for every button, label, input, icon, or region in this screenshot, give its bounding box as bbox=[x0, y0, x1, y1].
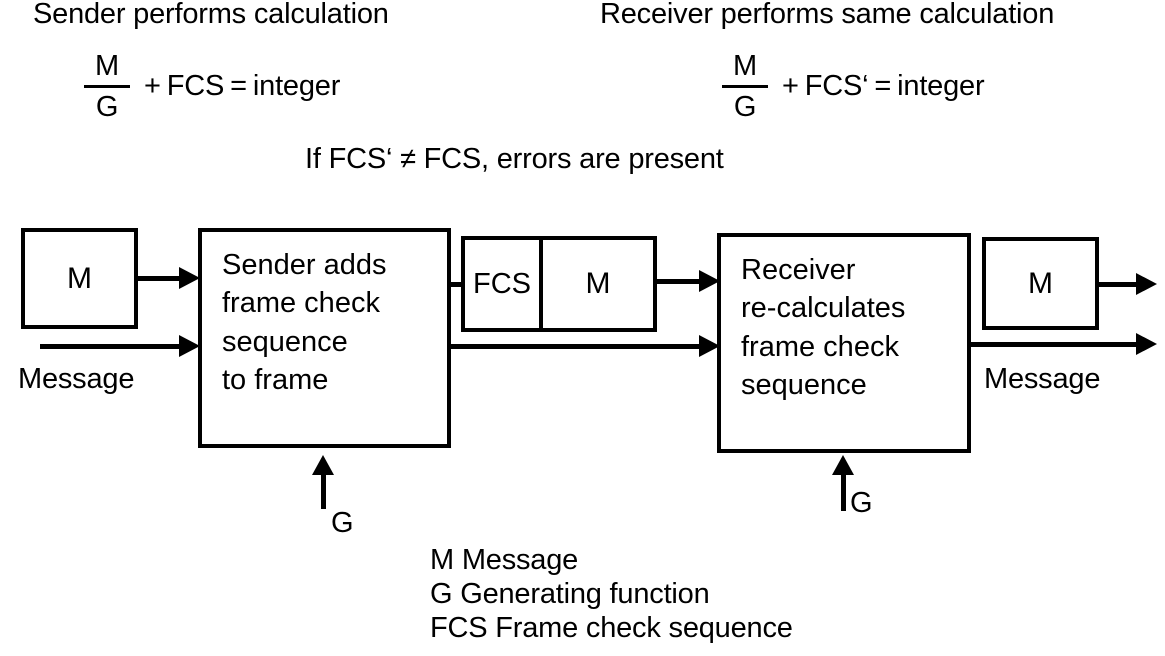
arrowhead-sender-generator bbox=[312, 455, 334, 475]
receiver-formula-term: FCS‘ bbox=[804, 70, 869, 103]
receiver-formula-plus: + bbox=[782, 70, 799, 103]
frame-box-message-label: M bbox=[585, 267, 611, 300]
connector-sender-to-receiver bbox=[451, 344, 705, 349]
arrowhead-receiver-generator bbox=[832, 455, 854, 475]
connector-input-to-sender bbox=[138, 276, 184, 281]
frame-box: FCS M bbox=[461, 236, 657, 332]
connector-frame-to-receiver bbox=[657, 279, 705, 284]
connector-receiver-generator bbox=[841, 471, 846, 511]
sender-heading: Sender performs calculation bbox=[33, 0, 389, 30]
condition-note: If FCS‘ ≠ FCS, errors are present bbox=[305, 143, 724, 175]
sender-fraction: M G bbox=[84, 50, 130, 124]
connector-sender-to-frame bbox=[451, 282, 463, 287]
input-message-box-label: M bbox=[67, 261, 92, 295]
receiver-formula-equals: = bbox=[874, 70, 892, 103]
sender-formula-equals: = bbox=[230, 70, 247, 103]
arrowhead-output-message bbox=[1136, 333, 1157, 355]
output-message-box-label: M bbox=[1028, 266, 1053, 300]
receiver-formula: M G + FCS‘ = integer bbox=[722, 50, 985, 124]
receiver-process-box: Receiver re-calculates frame check seque… bbox=[717, 233, 971, 453]
frame-box-message-field: M bbox=[543, 240, 653, 328]
legend-line-frame-check-sequence: FCS Frame check sequence bbox=[430, 612, 793, 645]
sender-generator-label: G bbox=[331, 507, 354, 539]
receiver-process-line-3: frame check bbox=[741, 330, 899, 363]
legend-line-message: M Message bbox=[430, 544, 579, 576]
connector-sender-generator bbox=[321, 471, 326, 509]
output-message-label: Message bbox=[984, 363, 1101, 395]
arrowhead-message-to-sender bbox=[179, 335, 200, 357]
receiver-fraction: M G bbox=[722, 50, 768, 124]
sender-formula: M G + FCS = integer bbox=[84, 50, 340, 124]
sender-process-line-2: frame check bbox=[222, 287, 380, 320]
sender-process-line-1: Sender adds bbox=[222, 249, 387, 281]
arrowhead-sender-to-receiver bbox=[699, 335, 720, 357]
sender-formula-result: integer bbox=[252, 70, 341, 103]
connector-message-to-sender bbox=[40, 344, 184, 349]
sender-fraction-bar bbox=[84, 85, 130, 89]
sender-fraction-numerator: M bbox=[95, 50, 119, 82]
receiver-fraction-denominator: G bbox=[733, 91, 757, 124]
sender-formula-plus: + bbox=[144, 70, 161, 103]
sender-fraction-denominator: G bbox=[95, 91, 119, 124]
receiver-generator-label: G bbox=[850, 487, 873, 519]
receiver-fraction-numerator: M bbox=[733, 50, 757, 82]
frame-box-fcs-label: FCS bbox=[473, 267, 531, 300]
connector-output-message-box bbox=[1099, 282, 1141, 287]
receiver-fraction-bar bbox=[722, 85, 768, 89]
arrowhead-frame-to-receiver bbox=[699, 270, 720, 292]
legend-line-generating-function: G Generating function bbox=[430, 578, 710, 611]
receiver-process-line-1: Receiver bbox=[741, 254, 856, 286]
input-message-label: Message bbox=[18, 363, 135, 395]
input-message-box: M bbox=[21, 228, 138, 329]
receiver-process-line-2: re-calculates bbox=[741, 292, 906, 325]
sender-process-box: Sender adds frame check sequence to fram… bbox=[198, 228, 451, 448]
sender-formula-term: FCS bbox=[166, 70, 225, 103]
receiver-heading: Receiver performs same calculation bbox=[600, 0, 1055, 30]
output-message-box: M bbox=[982, 237, 1099, 330]
receiver-formula-result: integer bbox=[897, 70, 985, 103]
sender-process-line-4: to frame bbox=[222, 363, 329, 396]
sender-process-line-3: sequence bbox=[222, 325, 348, 358]
arrowhead-input-to-sender bbox=[179, 267, 200, 289]
receiver-process-line-4: sequence bbox=[741, 368, 867, 401]
arrowhead-output-message-box bbox=[1136, 273, 1157, 295]
frame-box-fcs-field: FCS bbox=[465, 240, 543, 328]
legend: M Message G Generating function FCS Fram… bbox=[430, 543, 793, 646]
connector-output-message bbox=[971, 342, 1141, 347]
